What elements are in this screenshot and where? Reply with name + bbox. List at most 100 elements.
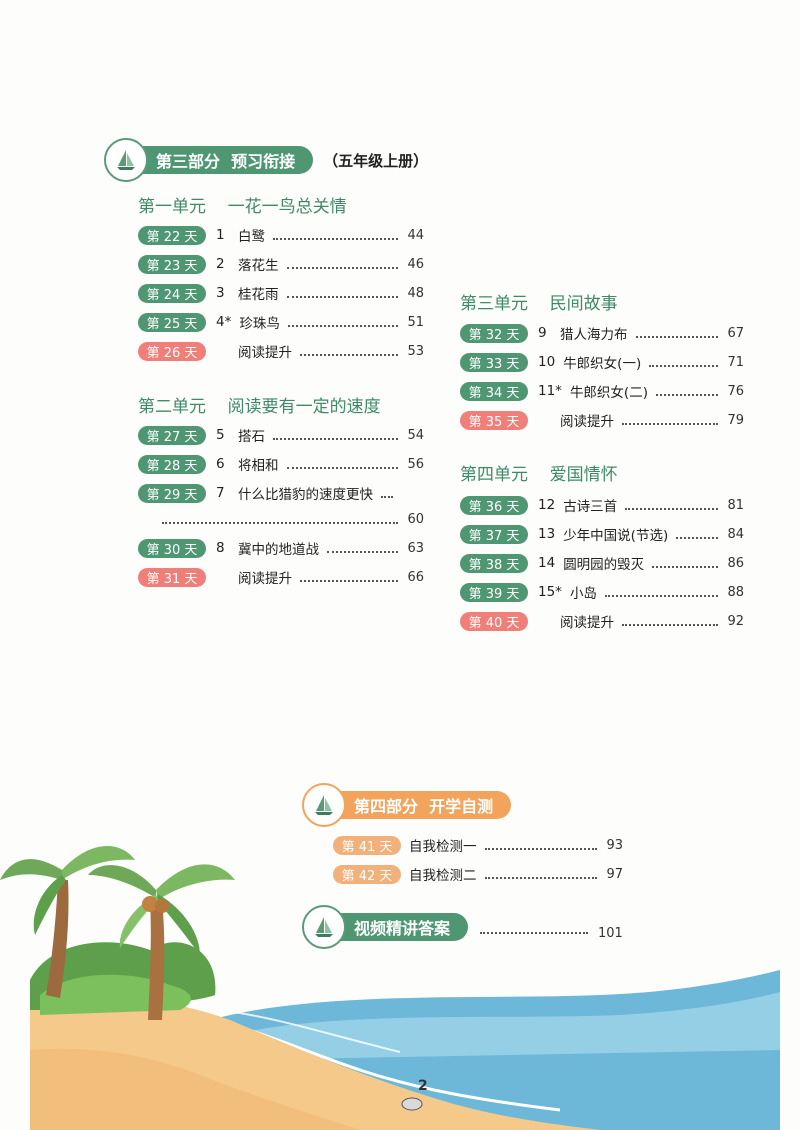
page-ref: 56: [407, 456, 424, 472]
lesson-title: 阅读提升: [238, 571, 292, 587]
day-badge: 第 40 天: [460, 611, 528, 631]
day-badge: 第 22 天: [138, 225, 206, 245]
sailboat-icon: [302, 905, 346, 949]
page-ref: 63: [407, 540, 424, 556]
page-ref: 71: [727, 354, 744, 370]
page-ref: 97: [606, 866, 623, 882]
day-badge: 第 30 天: [138, 538, 206, 558]
lesson-number: 14: [538, 555, 556, 571]
leader-dots: [625, 508, 718, 510]
page-ref: 84: [727, 526, 744, 542]
beach-illustration: [0, 846, 780, 1130]
lesson-number: 2: [216, 256, 225, 272]
leader-dots: [286, 296, 398, 298]
part3-subtitle: （五年级上册）: [323, 151, 429, 170]
answers-page: 101: [598, 926, 623, 941]
lesson-title: 自我检测一: [409, 839, 477, 855]
toc-row[interactable]: 第 26 天 阅读提升 53: [138, 340, 424, 362]
page-number: 2: [418, 1078, 428, 1094]
answers-title: 视频精讲答案: [332, 913, 469, 941]
day-badge: 第 37 天: [460, 524, 528, 544]
lesson-title: 搭石: [238, 429, 265, 445]
lesson-title: 少年中国说(节选): [563, 528, 669, 544]
lesson-title: 落花生: [238, 258, 279, 274]
day-badge: 第 35 天: [460, 410, 528, 430]
day-badge: 第 26 天: [138, 341, 206, 361]
lesson-number: 9: [538, 325, 547, 341]
toc-row[interactable]: 第 22 天 1 白鹭 44: [138, 224, 424, 246]
leader-dots: [652, 566, 718, 568]
lesson-number: 8: [216, 540, 225, 556]
lesson-title: 白鹭: [238, 229, 265, 245]
day-badge: 第 27 天: [138, 425, 206, 445]
lesson-number: 15*: [538, 584, 562, 600]
day-badge: 第 28 天: [138, 454, 206, 474]
unit-title: 第四单元 爱国情怀: [460, 465, 618, 485]
leader-dots: [327, 551, 398, 553]
page-ref: 79: [727, 412, 744, 428]
part4-banner: 第四部分 开学自测: [302, 783, 512, 827]
part3-title: 第三部分 预习衔接: [134, 146, 314, 174]
lesson-title: 阅读提升: [238, 345, 292, 361]
page-ref: 54: [407, 427, 424, 443]
lesson-number: 3: [216, 285, 225, 301]
page-ref: 67: [727, 325, 744, 341]
page-ref: 46: [407, 256, 424, 272]
part3-banner: 第三部分 预习衔接 （五年级上册）: [104, 138, 429, 182]
page-ref: 88: [727, 584, 744, 600]
lesson-title: 自我检测二: [409, 868, 477, 884]
day-badge: 第 38 天: [460, 553, 528, 573]
page-ref: 86: [727, 555, 744, 571]
day-badge: 第 42 天: [333, 864, 401, 884]
unit-title: 第一单元 一花一鸟总关情: [138, 197, 347, 217]
page-ref: 93: [606, 837, 623, 853]
day-badge: 第 29 天: [138, 483, 206, 503]
sailboat-icon: [104, 138, 148, 182]
lesson-title: 牛郎织女(二): [569, 385, 648, 401]
leader-dots: [300, 354, 398, 356]
lesson-title: 猎人海力布: [560, 327, 628, 343]
part4-title: 第四部分 开学自测: [332, 791, 512, 819]
lesson-title: 珍珠鸟: [239, 316, 280, 332]
lesson-title: 牛郎织女(一): [563, 356, 642, 372]
lesson-title: 冀中的地道战: [238, 542, 319, 558]
sailboat-icon: [302, 783, 346, 827]
page-ref: 53: [407, 343, 424, 359]
page-ref: 60: [407, 511, 424, 527]
leader-dots: [381, 496, 393, 498]
leader-dots: [676, 537, 718, 539]
leader-dots: [273, 438, 398, 440]
leader-dots: [622, 423, 718, 425]
lesson-number: 10: [538, 354, 556, 370]
lesson-number: 1: [216, 227, 225, 243]
day-badge: 第 34 天: [460, 381, 528, 401]
page-ref: 66: [407, 569, 424, 585]
day-badge: 第 24 天: [138, 283, 206, 303]
toc-row[interactable]: 第 30 天 8 冀中的地道战 63: [138, 537, 424, 559]
lesson-number: 12: [538, 497, 556, 513]
lesson-number: 4*: [216, 314, 232, 330]
toc-row[interactable]: 第 42 天自我检测二 97: [333, 863, 623, 885]
leader-dots: [273, 238, 398, 240]
page-ref: 44: [407, 227, 424, 243]
leader-dots: [286, 467, 398, 469]
leader-dots: [655, 394, 718, 396]
toc-row[interactable]: 60: [138, 508, 424, 530]
